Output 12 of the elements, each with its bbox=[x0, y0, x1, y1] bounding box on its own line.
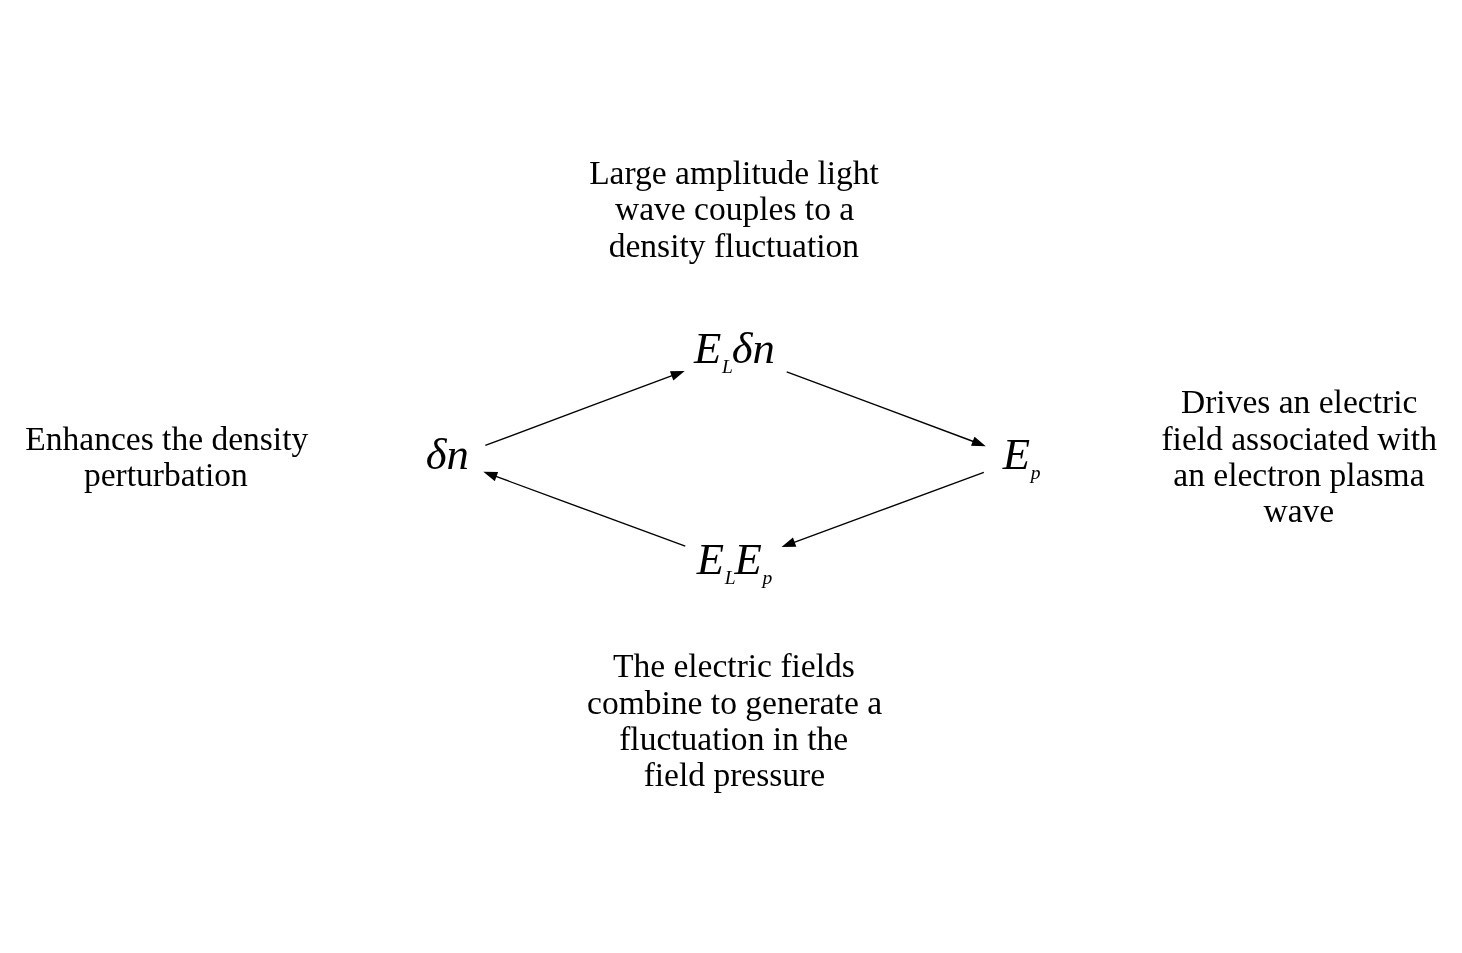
arrow bbox=[786, 371, 986, 447]
node-label: The electric fields combine to generate a fluctuation in the field pressure bbox=[587, 647, 883, 794]
node-label: Drives an electric field associated with an electron plasma wave bbox=[1161, 383, 1437, 530]
node-text: E$_{L}$E$_{p}$ bbox=[696, 533, 773, 589]
node-label: Large amplitude light wave couples to a density fluctuation bbox=[589, 154, 879, 264]
node-label: Enhances the density perturbation bbox=[25, 419, 309, 493]
arrow bbox=[781, 471, 985, 548]
arrow bbox=[484, 370, 685, 447]
node-text: δn bbox=[425, 428, 469, 479]
arrow bbox=[483, 471, 686, 547]
node-text: E$_{L}$δn bbox=[693, 322, 775, 378]
node-text: E$_{p}$ bbox=[1002, 428, 1041, 484]
